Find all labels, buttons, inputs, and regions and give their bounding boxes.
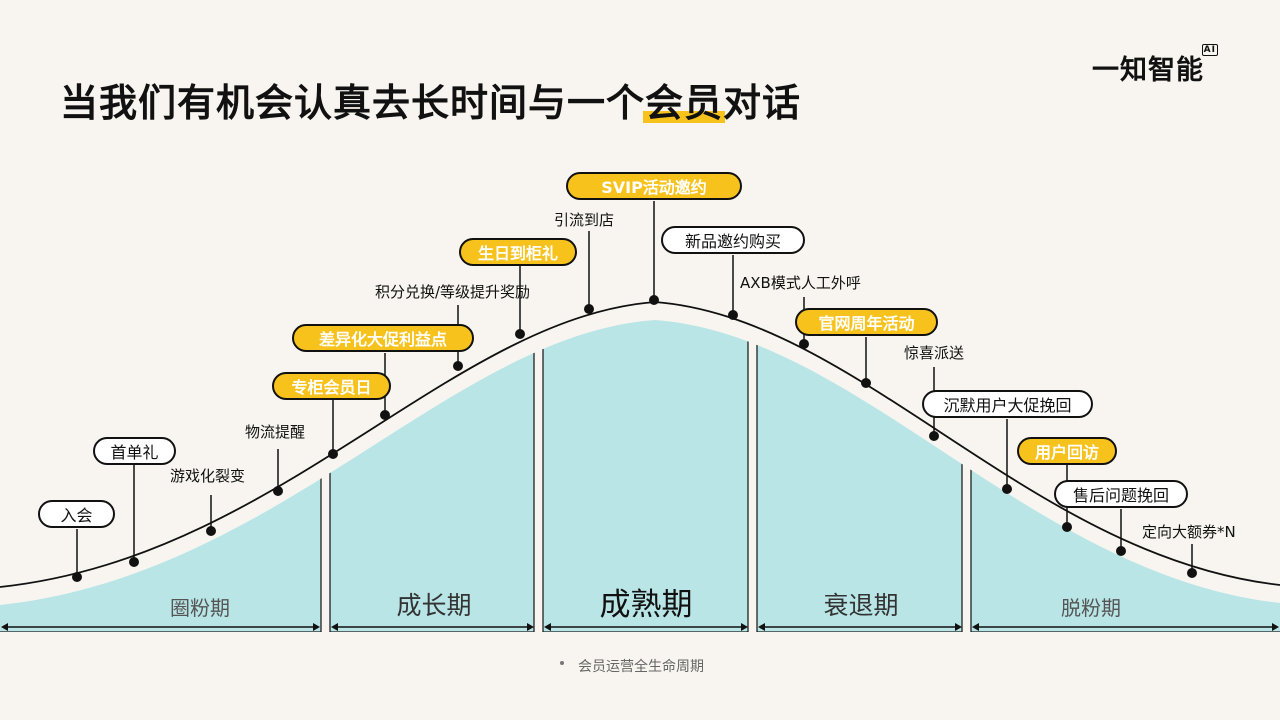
touchpoint-join: 入会 xyxy=(38,500,115,528)
title-highlight: 会员 xyxy=(645,81,724,125)
phase-2-label: 成长期 xyxy=(396,591,472,620)
touchpoint-anniversary: 官网周年活动 xyxy=(795,308,938,336)
phase-area-1 xyxy=(0,320,322,632)
phase-areas xyxy=(0,320,1280,632)
touchpoint-coupon: 定向大额券*N xyxy=(1142,523,1236,541)
touchpoint-silent-users: 沉默用户大促挽回 xyxy=(922,390,1093,418)
phase-4-label: 衰退期 xyxy=(823,591,899,620)
phase-5-label: 脱粉期 xyxy=(1061,596,1121,620)
phase-1-label: 圈粉期 xyxy=(170,596,230,620)
touchpoint-birthday: 生日到柜礼 xyxy=(459,238,577,266)
touchpoint-revisit: 用户回访 xyxy=(1017,437,1117,465)
footer-bullet xyxy=(560,661,564,665)
ai-badge: AI xyxy=(1201,44,1218,56)
touchpoint-logistics: 物流提醒 xyxy=(245,423,306,441)
phase-area-2 xyxy=(329,320,535,632)
touchpoint-first-order: 首单礼 xyxy=(93,437,176,465)
touchpoint-counter-day: 专柜会员日 xyxy=(272,372,391,400)
touchpoint-promo: 差异化大促利益点 xyxy=(292,324,474,352)
touchpoint-svip: SVIP活动邀约 xyxy=(566,172,742,200)
arrow-heads xyxy=(1,623,1279,631)
touchpoint-after-sales: 售后问题挽回 xyxy=(1054,480,1188,508)
touchpoint-traffic: 引流到店 xyxy=(554,211,615,229)
touchpoint-new-product: 新品邀约购买 xyxy=(661,226,805,254)
touchpoint-dots xyxy=(72,295,1197,582)
touchpoint-axb: AXB模式人工外呼 xyxy=(740,274,861,292)
phase-3-label: 成熟期 xyxy=(599,587,693,623)
phase-area-3 xyxy=(542,320,749,632)
touchpoint-points: 积分兑换/等级提升奖励 xyxy=(375,283,531,301)
footer-caption: 会员运营全生命周期 xyxy=(578,659,704,675)
touchpoint-surprise: 惊喜派送 xyxy=(904,344,965,362)
page-title: 当我们有机会认真去长时间与一个会员对话 xyxy=(60,81,802,125)
touchpoint-gamified: 游戏化裂变 xyxy=(170,467,246,485)
